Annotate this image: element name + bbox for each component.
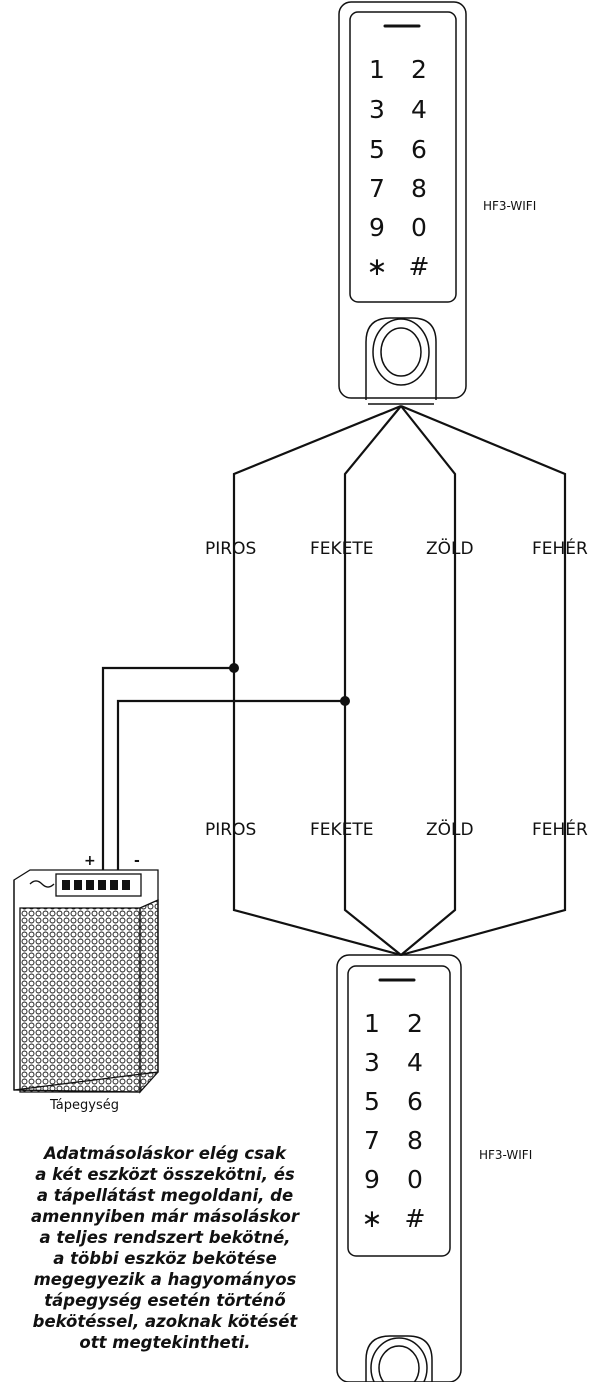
note-line: a tápellátást megoldani, de xyxy=(36,1186,294,1205)
top-key-star[interactable]: ∗ xyxy=(366,252,388,281)
bottom-device-model: HF3-WIFI xyxy=(479,1148,533,1162)
upper-label-red: PIROS xyxy=(205,539,257,559)
power-plus-terminal: + xyxy=(84,853,96,869)
wire-red xyxy=(232,404,402,957)
bottom-key-5[interactable]: 5 xyxy=(364,1087,380,1116)
note-line: amennyiben már másoláskor xyxy=(30,1207,300,1226)
copy-instructions-note: Adatmásoláskor elég csak a két eszközt ö… xyxy=(15,1143,315,1353)
top-key-1[interactable]: 1 xyxy=(369,55,385,84)
note-line: megegyezik a hagyományos xyxy=(33,1270,297,1289)
bottom-key-0[interactable]: 0 xyxy=(407,1165,423,1194)
power-minus-wire xyxy=(116,699,345,878)
top-key-9[interactable]: 9 xyxy=(369,213,385,242)
upper-label-green: ZÖLD xyxy=(426,539,474,559)
top-key-0[interactable]: 0 xyxy=(411,213,427,242)
junction-black xyxy=(340,696,350,706)
bottom-key-6[interactable]: 6 xyxy=(407,1087,423,1116)
bottom-key-hash[interactable]: # xyxy=(404,1204,426,1233)
top-key-6[interactable]: 6 xyxy=(411,135,427,164)
note-line: ott megtekintheti. xyxy=(79,1333,251,1352)
power-supply-label: Tápegység xyxy=(50,1098,119,1113)
note-line: a többi eszköz bekötése xyxy=(53,1249,277,1268)
note-line: bekötéssel, azoknak kötését xyxy=(32,1312,298,1331)
lower-label-white: FEHÉR xyxy=(532,820,588,840)
junction-red xyxy=(229,663,239,673)
bottom-keypad-device xyxy=(336,954,462,1382)
upper-label-white: FEHÉR xyxy=(532,539,588,559)
bottom-key-1[interactable]: 1 xyxy=(364,1009,380,1038)
power-plus-wire xyxy=(101,666,234,878)
wire-bundle xyxy=(232,404,567,957)
lower-label-green: ZÖLD xyxy=(426,820,474,840)
bottom-key-2[interactable]: 2 xyxy=(407,1009,423,1038)
power-wires xyxy=(101,666,345,878)
note-line: tápegység esetén történő xyxy=(44,1291,286,1310)
wire-black xyxy=(343,405,402,956)
bottom-key-star[interactable]: ∗ xyxy=(361,1204,383,1233)
lower-label-black: FEKETE xyxy=(310,820,374,840)
note-line: a teljes rendszert bekötné, xyxy=(39,1228,291,1247)
top-key-hash[interactable]: # xyxy=(408,252,430,281)
top-key-5[interactable]: 5 xyxy=(369,135,385,164)
bottom-key-9[interactable]: 9 xyxy=(364,1165,380,1194)
top-keypad-device xyxy=(338,1,467,405)
top-device-model: HF3-WIFI xyxy=(483,199,537,213)
power-supply-unit xyxy=(13,869,159,1094)
bottom-key-8[interactable]: 8 xyxy=(407,1126,423,1155)
upper-label-black: FEKETE xyxy=(310,539,374,559)
power-minus-terminal: - xyxy=(134,853,140,869)
top-key-2[interactable]: 2 xyxy=(411,55,427,84)
lower-label-red: PIROS xyxy=(205,820,257,840)
wire-green xyxy=(400,405,457,956)
bottom-key-4[interactable]: 4 xyxy=(407,1048,423,1077)
top-key-8[interactable]: 8 xyxy=(411,174,427,203)
top-key-4[interactable]: 4 xyxy=(411,95,427,124)
wire-white xyxy=(400,404,567,957)
top-key-7[interactable]: 7 xyxy=(369,174,385,203)
note-line: a két eszközt összekötni, és xyxy=(35,1165,295,1184)
note-line: Adatmásoláskor elég csak xyxy=(43,1144,287,1163)
bottom-key-3[interactable]: 3 xyxy=(364,1048,380,1077)
top-key-3[interactable]: 3 xyxy=(369,95,385,124)
bottom-key-7[interactable]: 7 xyxy=(364,1126,380,1155)
